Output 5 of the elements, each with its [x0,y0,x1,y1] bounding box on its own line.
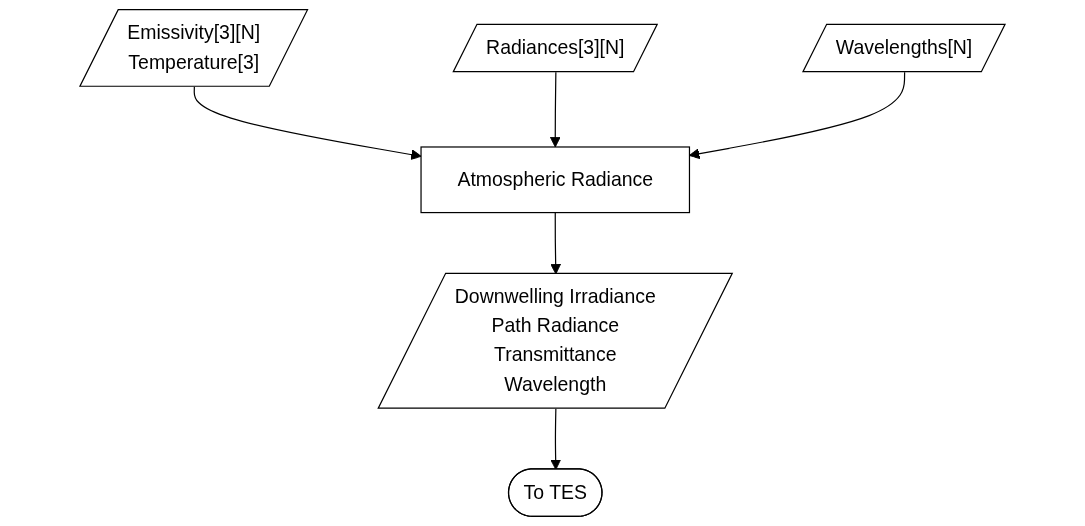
arrow [689,71,906,159]
arrow [549,71,561,148]
arrow [193,86,422,160]
node-box: Atmospheric Radiance [420,146,691,214]
arrow [550,408,561,470]
